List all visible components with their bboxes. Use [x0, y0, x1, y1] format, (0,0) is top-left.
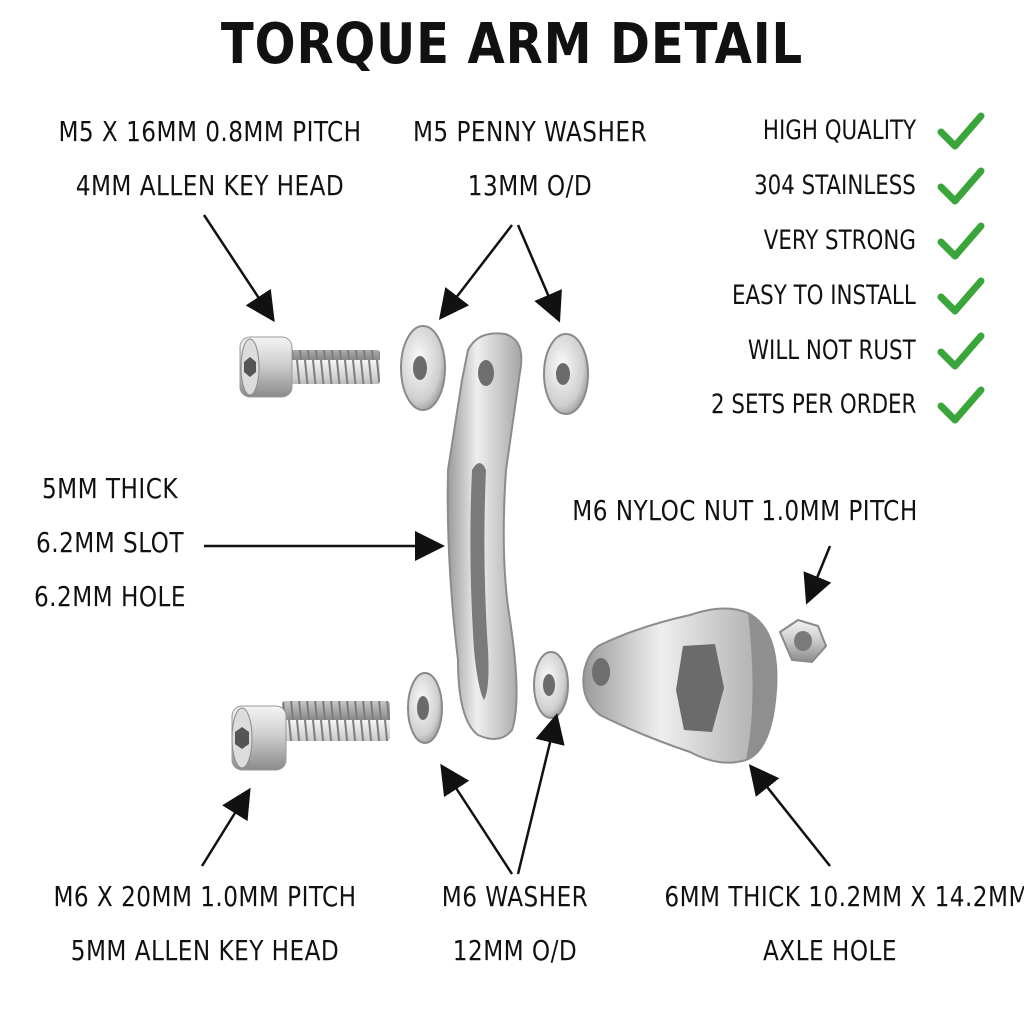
label-arm-line3: 6.2MM HOLE [33, 580, 187, 613]
m5-washer-left [400, 325, 446, 411]
checkmark-icon [937, 222, 985, 260]
label-arm: 5MM THICK 6.2MM SLOT 6.2MM HOLE [27, 472, 193, 614]
label-axle-plate: 6MM THICK 10.2MM X 14.2MM AXLE HOLE [664, 880, 1024, 968]
label-arm-line1: 5MM THICK [41, 472, 179, 505]
label-m6-washer: M6 WASHER 12MM O/D [428, 880, 603, 968]
checkmark-icon [937, 167, 985, 205]
torque-arm [446, 332, 523, 740]
feature-item: 2 SETS PER ORDER [710, 389, 916, 420]
m6-washer-left [407, 672, 443, 744]
label-m5-bolt-line2: 4MM ALLEN KEY HEAD [75, 169, 345, 202]
label-m6-washer-line2: 12MM O/D [452, 934, 578, 967]
label-m6-bolt-line1: M6 X 20MM 1.0MM PITCH [53, 880, 357, 913]
feature-item: EASY TO INSTALL [732, 280, 916, 311]
checkmark-icon [937, 277, 985, 315]
label-m6-bolt-line2: 5MM ALLEN KEY HEAD [70, 934, 340, 967]
label-m5-washer-line1: M5 PENNY WASHER [412, 115, 648, 148]
feature-item: VERY STRONG [763, 225, 916, 256]
label-m5-washer-line2: 13MM O/D [467, 169, 593, 202]
checkmark-icon [937, 386, 985, 424]
m5-washer-right [543, 333, 589, 415]
m5-bolt [239, 336, 380, 398]
label-arm-line2: 6.2MM SLOT [36, 526, 184, 559]
m6-nut [778, 618, 828, 664]
label-axle-plate-line1: 6MM THICK 10.2MM X 14.2MM [664, 880, 1024, 913]
label-m6-washer-line1: M6 WASHER [441, 880, 589, 913]
page-title: TORQUE ARM DETAIL [220, 12, 804, 77]
leader-arrows [200, 214, 832, 875]
axle-plate [582, 607, 778, 764]
label-m6-bolt: M6 X 20MM 1.0MM PITCH 5MM ALLEN KEY HEAD [30, 880, 380, 968]
checkmark-icon [937, 112, 985, 150]
label-m5-washer: M5 PENNY WASHER 13MM O/D [406, 115, 654, 203]
feature-item: WILL NOT RUST [748, 335, 916, 366]
feature-item: HIGH QUALITY [762, 115, 916, 146]
m6-bolt [231, 701, 390, 771]
label-m5-bolt-line1: M5 X 16MM 0.8MM PITCH [58, 115, 362, 148]
m6-washer-right [533, 651, 569, 719]
label-m6-nut: M6 NYLOC NUT 1.0MM PITCH [561, 494, 929, 528]
label-m5-bolt: M5 X 16MM 0.8MM PITCH 4MM ALLEN KEY HEAD [35, 115, 385, 203]
feature-item: 304 STAINLESS [754, 170, 916, 201]
label-axle-plate-line2: AXLE HOLE [762, 934, 897, 967]
checkmark-icon [937, 332, 985, 370]
label-m6-nut-line1: M6 NYLOC NUT 1.0MM PITCH [572, 494, 918, 527]
